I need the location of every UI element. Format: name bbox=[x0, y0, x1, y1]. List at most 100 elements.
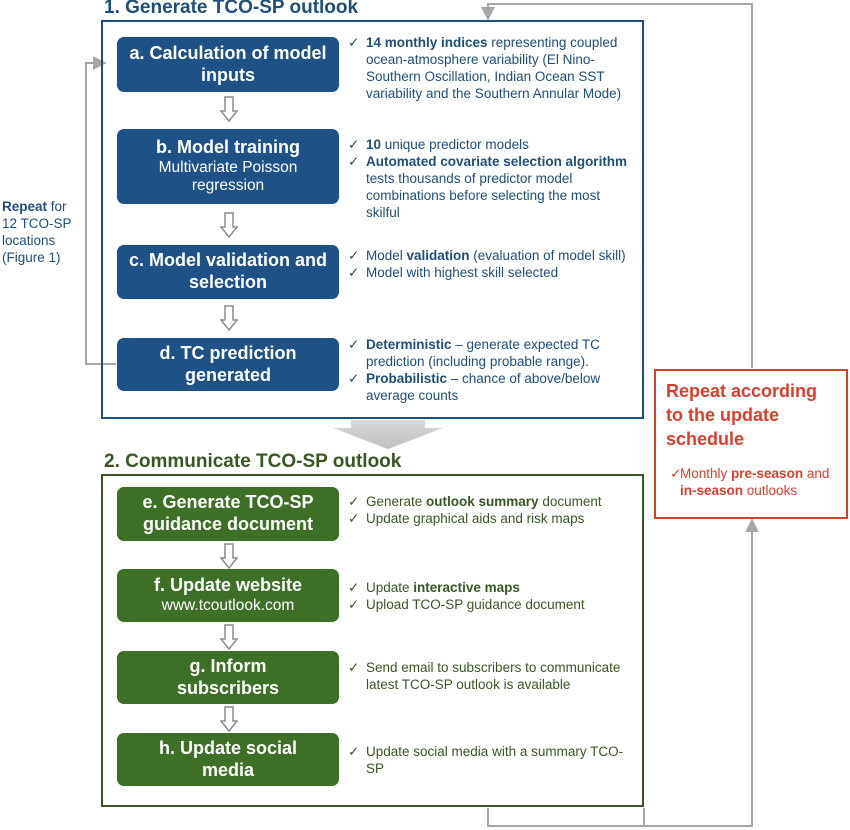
step-e-title: e. Generate TCO-SP guidance document bbox=[142, 492, 314, 534]
repeat-schedule-box: Repeat according to the update schedule … bbox=[654, 369, 848, 519]
step-h-bullets: ✓ Update social media with a summary TCO-… bbox=[348, 743, 638, 777]
down-arrow-icon bbox=[219, 624, 239, 651]
bold-text: Probabilistic bbox=[366, 371, 448, 386]
text-run: Send email to subscribers to communicate… bbox=[366, 660, 621, 692]
bullet-item: ✓ Send email to subscribers to communicat… bbox=[348, 659, 638, 693]
bullet-text: 14 monthly indices representing coupled … bbox=[366, 35, 621, 101]
step-c-box: c. Model validation and selection bbox=[117, 245, 339, 299]
section-1-title: 1. Generate TCO-SP outlook bbox=[104, 0, 359, 18]
text-run: Model with highest skill selected bbox=[366, 265, 559, 280]
text-run: Model bbox=[366, 248, 407, 263]
bullet-text: Model with highest skill selected bbox=[366, 265, 558, 280]
section-2-frame bbox=[101, 474, 644, 807]
flow-arrow-e-f bbox=[219, 543, 239, 570]
check-icon: ✓ bbox=[348, 265, 360, 280]
bullet-item: ✓ Update social media with a summary TCO-… bbox=[348, 743, 638, 777]
bullet-text: Automated covariate selection algorithm … bbox=[366, 154, 627, 220]
flow-arrow-c-d bbox=[219, 305, 239, 332]
repeat-locations-label: Repeat for 12 TCO-SP locations (Figure 1… bbox=[2, 198, 82, 266]
step-c-title: c. Model validation and selection bbox=[128, 250, 328, 292]
bold-text: validation bbox=[406, 248, 470, 263]
step-e-box: e. Generate TCO-SP guidance document bbox=[117, 487, 339, 541]
section-1-frame bbox=[101, 20, 644, 419]
step-g-box: g. Inform subscribers bbox=[117, 651, 339, 704]
text-run: Monthly bbox=[680, 466, 732, 481]
text-run: tests thousands of predictor model combi… bbox=[366, 171, 601, 220]
bullet-text: Send email to subscribers to communicate… bbox=[366, 660, 620, 692]
text-run: and bbox=[803, 466, 830, 481]
bullet-text: Generate outlook summary document bbox=[366, 494, 602, 509]
down-arrow-icon bbox=[219, 543, 239, 570]
step-h-title: h. Update social media bbox=[158, 737, 298, 780]
text-run: document bbox=[538, 494, 602, 509]
flow-arrow-b-c bbox=[219, 212, 239, 239]
section-2-title: 2. Communicate TCO-SP outlook bbox=[104, 451, 402, 472]
bullet-text: Update social media with a summary TCO-S… bbox=[366, 744, 623, 776]
check-icon: ✓ bbox=[348, 154, 360, 169]
text-run: outlooks bbox=[743, 483, 798, 498]
bullet-text: Update interactive maps bbox=[366, 580, 520, 595]
check-icon: ✓ bbox=[348, 580, 360, 595]
text-run: Generate bbox=[366, 494, 427, 509]
step-b-bullets: ✓10 unique predictor models✓ Automated co… bbox=[348, 136, 633, 221]
step-f-box: f. Update website www.tcoutlook.com bbox=[117, 569, 339, 622]
text-run: – chance of above/below average counts bbox=[366, 371, 601, 403]
text-run: (evaluation of model skill) bbox=[469, 248, 626, 263]
check-icon: ✓ bbox=[348, 337, 360, 352]
step-f-subtitle: www.tcoutlook.com bbox=[161, 597, 295, 614]
flow-arrow-g-h bbox=[219, 706, 239, 733]
check-icon: ✓ bbox=[348, 494, 360, 509]
bullet-item: ✓ Automated covariate selection algorithm… bbox=[348, 153, 633, 221]
repeat-schedule-line-bottom bbox=[487, 808, 645, 827]
down-arrow-icon bbox=[219, 212, 239, 239]
bold-text: 10 bbox=[366, 137, 382, 152]
repeat-schedule-line-top bbox=[481, 3, 753, 368]
step-g-title: g. Inform subscribers bbox=[176, 655, 280, 698]
section-transition-arrow bbox=[333, 420, 443, 449]
check-icon: ✓ bbox=[348, 597, 360, 612]
bullet-text: Model validation (evaluation of model sk… bbox=[366, 248, 626, 263]
bullet-text: Upload TCO-SP guidance document bbox=[366, 597, 585, 612]
step-b-title: b. Model training bbox=[156, 137, 300, 158]
step-b-box: b. Model training Multivariate Poisson r… bbox=[117, 129, 339, 204]
flow-arrow-f-g bbox=[219, 624, 239, 651]
bullet-item: ✓10 unique predictor models bbox=[348, 136, 633, 153]
bullet-item: ✓ Deterministic – generate expected TC pr… bbox=[348, 336, 633, 370]
bullet-item: ✓Model validation (evaluation of model s… bbox=[348, 247, 633, 264]
down-arrow-icon bbox=[219, 305, 239, 332]
repeat-schedule-note-text: Monthly pre-season and in-season outlook… bbox=[680, 466, 829, 498]
text-run: for 12 TCO-SP locations (Figure 1) bbox=[2, 199, 72, 265]
bullet-text: Probabilistic – chance of above/below av… bbox=[366, 371, 600, 403]
step-a-title: a. Calculation of model inputs bbox=[129, 42, 327, 85]
flow-arrow-a-b bbox=[219, 96, 239, 123]
step-d-bullets: ✓ Deterministic – generate expected TC pr… bbox=[348, 336, 633, 404]
step-e-bullets: ✓ Generate outlook summary document ✓ Updat… bbox=[348, 493, 638, 527]
bullet-item: ✓ Generate outlook summary document bbox=[348, 493, 638, 510]
check-icon: ✓ bbox=[348, 371, 360, 386]
text-run: Upload TCO-SP guidance document bbox=[366, 597, 585, 612]
bold-text: 14 monthly indices bbox=[366, 35, 488, 50]
down-arrow-icon bbox=[219, 96, 239, 123]
bold-text: Repeat bbox=[2, 199, 48, 214]
bullet-text: Deterministic – generate expected TC pre… bbox=[366, 337, 600, 369]
check-icon: ✓ bbox=[348, 660, 360, 675]
check-icon: ✓ bbox=[348, 744, 360, 759]
bullet-item: ✓ Model with highest skill selected bbox=[348, 264, 633, 281]
repeat-schedule-heading: Repeat according to the update schedule bbox=[666, 381, 818, 449]
text-run: Update graphical aids and risk maps bbox=[366, 511, 585, 526]
text-run: Update bbox=[366, 580, 414, 595]
step-f-bullets: ✓ Update interactive maps ✓ Upload TCO-SP g… bbox=[348, 579, 638, 613]
check-icon: ✓ bbox=[348, 35, 360, 50]
step-f-title: f. Update website bbox=[153, 575, 303, 596]
bold-text: outlook summary bbox=[426, 494, 539, 509]
bold-text: in-season bbox=[680, 483, 744, 498]
bold-text: interactive maps bbox=[413, 580, 520, 595]
step-b-subtitle: Multivariate Poisson regression bbox=[158, 158, 298, 195]
text-run: representing coupled ocean-atmosphere va… bbox=[366, 35, 622, 101]
step-g-bullets: ✓ Send email to subscribers to communicat… bbox=[348, 659, 638, 693]
bullet-item: ✓ Probabilistic – chance of above/below a… bbox=[348, 370, 633, 404]
check-icon: ✓ bbox=[348, 511, 360, 526]
repeat-schedule-line-right bbox=[644, 518, 759, 827]
step-h-box: h. Update social media bbox=[117, 733, 339, 786]
